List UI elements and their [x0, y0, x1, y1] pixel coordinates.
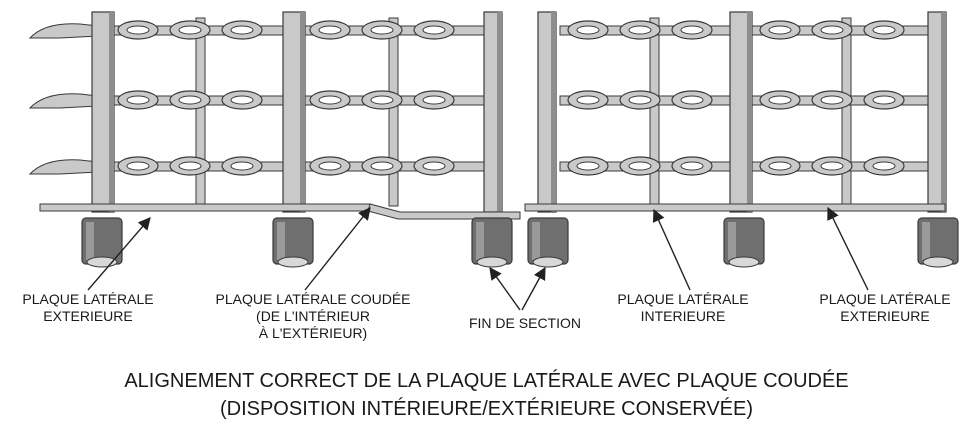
wire-loop-link-hole	[422, 95, 446, 105]
wire-loop-link-hole	[576, 25, 600, 35]
wire-loop-link-hole	[628, 161, 652, 171]
protruding-hook	[28, 23, 99, 39]
post-shade	[747, 12, 752, 212]
post-shade	[109, 12, 114, 212]
wire-loop-link-hole	[872, 95, 896, 105]
wire-loop-link-hole	[178, 25, 202, 35]
sprocket-highlight	[532, 222, 540, 260]
label-inner-plate: PLAQUE LATÉRALE INTERIEURE	[617, 291, 749, 324]
post-shade	[497, 12, 502, 212]
label-outer-plate-right: PLAQUE LATÉRALE EXTERIEURE	[819, 291, 951, 324]
arrow-outer-plate-left	[87, 217, 151, 291]
wire-loop-link-hole	[820, 161, 844, 171]
sprocket-highlight	[277, 222, 285, 260]
wire-loop-link-hole	[178, 161, 202, 171]
wire-loop-link-hole	[680, 95, 704, 105]
arrow-outer-plate-right	[827, 206, 869, 291]
wire-loop-link-hole	[422, 161, 446, 171]
wire-loop-link-hole	[768, 95, 792, 105]
wire-loop-link-hole	[768, 161, 792, 171]
sprocket-highlight	[476, 222, 484, 260]
wire-loop-link-hole	[628, 25, 652, 35]
wire-loop-link-hole	[230, 25, 254, 35]
sprocket-base	[277, 256, 309, 268]
wire-loop-link-hole	[370, 95, 394, 105]
arrow-section-end-right	[521, 266, 546, 311]
wire-loop-link-hole	[628, 95, 652, 105]
wire-loop-link-hole	[126, 161, 150, 171]
connecting-rod	[649, 17, 660, 207]
wire-loop-link-hole	[680, 161, 704, 171]
sprocket-base	[922, 256, 954, 268]
label-section-end: FIN DE SECTION	[468, 315, 581, 331]
label-bent-plate: PLAQUE LATÉRALE COUDÉE (DE L'INTÉRIEUR À…	[215, 291, 411, 341]
side-plate-right	[524, 203, 946, 212]
wire-loop-link-hole	[680, 25, 704, 35]
arrow-inner-plate	[652, 208, 691, 291]
wire-loop-link-hole	[370, 161, 394, 171]
arrow-section-end-left	[489, 266, 521, 311]
outer-side-plate-left	[39, 203, 371, 212]
wire-loop-link-hole	[872, 161, 896, 171]
wire-loop-link-hole	[576, 161, 600, 171]
post-shade	[551, 12, 556, 212]
sprocket-highlight	[728, 222, 736, 260]
sprocket-base	[476, 256, 508, 268]
post-shade	[941, 12, 946, 212]
wire-loop-link-hole	[820, 25, 844, 35]
sprocket-base	[532, 256, 564, 268]
wire-loop-link-hole	[126, 25, 150, 35]
sprocket-highlight	[86, 222, 94, 260]
arrow-bent-plate	[304, 207, 371, 291]
post-shade	[300, 12, 305, 212]
wire-loop-link-hole	[126, 95, 150, 105]
diagram-caption-line2: (DISPOSITION INTÉRIEURE/EXTÉRIEURE CONSE…	[219, 398, 754, 420]
wire-loop-link-hole	[318, 25, 342, 35]
wire-loop-link-hole	[230, 161, 254, 171]
wire-loop-link-hole	[178, 95, 202, 105]
connecting-rod	[388, 17, 399, 207]
wire-loop-link-hole	[872, 25, 896, 35]
sprocket-base	[728, 256, 760, 268]
sprocket-highlight	[922, 222, 930, 260]
protruding-hook	[28, 93, 99, 109]
wire-loop-link-hole	[576, 95, 600, 105]
wire-loop-link-hole	[422, 25, 446, 35]
wire-loop-link-hole	[318, 161, 342, 171]
protruding-hook	[28, 159, 99, 175]
wire-loop-link-hole	[318, 95, 342, 105]
label-outer-plate-left: PLAQUE LATÉRALE EXTERIEURE	[22, 291, 154, 324]
connecting-rod	[841, 17, 852, 207]
diagram-caption-line1: ALIGNEMENT CORRECT DE LA PLAQUE LATÉRALE…	[124, 370, 849, 392]
wire-loop-link-hole	[230, 95, 254, 105]
wire-loop-link-hole	[820, 95, 844, 105]
connecting-rod	[195, 17, 206, 207]
wire-loop-link-hole	[768, 25, 792, 35]
wire-loop-link-hole	[370, 25, 394, 35]
